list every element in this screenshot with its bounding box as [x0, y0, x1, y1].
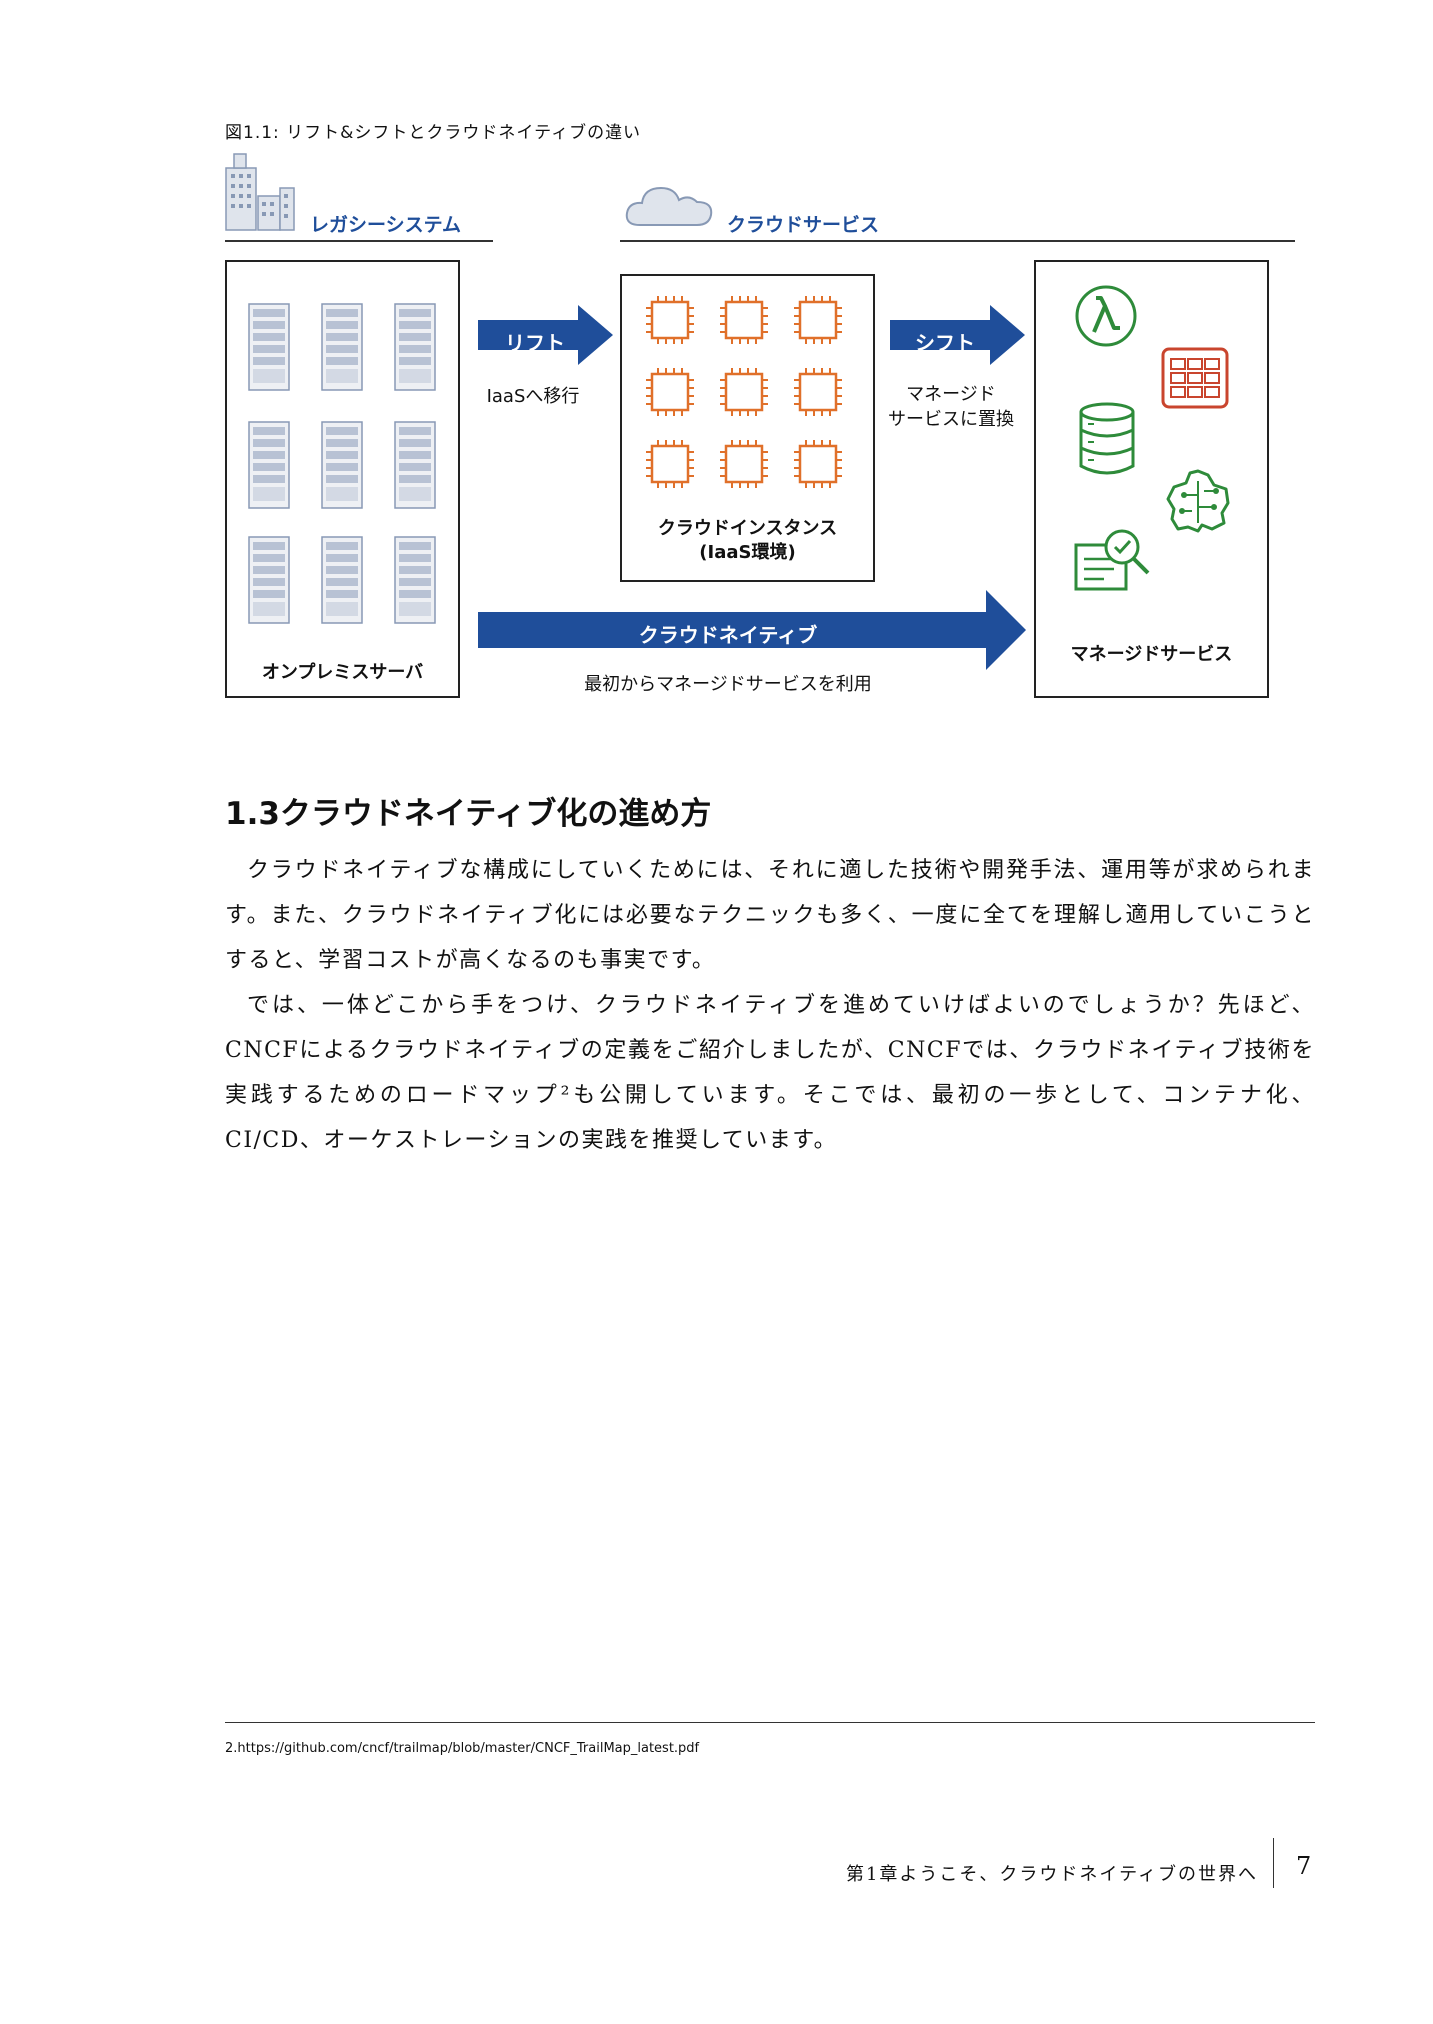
server-rack-icon	[321, 536, 363, 624]
chip-icon	[718, 294, 770, 346]
shift-description-2: サービスに置換	[888, 409, 1014, 430]
footnote-rule	[225, 1722, 1315, 1723]
server-rack-icon	[394, 421, 436, 509]
chip-icon	[718, 366, 770, 418]
server-rack-icon	[394, 536, 436, 624]
chip-icon	[792, 366, 844, 418]
chip-icon	[644, 294, 696, 346]
server-rack-icon	[248, 536, 290, 624]
instance-chip-grid	[644, 294, 844, 490]
figure-caption: 図1.1: リフト&シフトとクラウドネイティブの違い	[225, 123, 642, 143]
cloud-icon	[625, 186, 713, 226]
server-rack-icon	[394, 303, 436, 391]
server-rack-icon	[248, 303, 290, 391]
footer-divider	[1273, 1838, 1274, 1888]
managed-service-box: マネージドサービス	[1034, 260, 1269, 698]
legacy-rule	[225, 240, 493, 242]
cloud-instance-sublabel: (IaaS環境)	[699, 542, 796, 563]
paragraph: では、一体どこから手をつけ、クラウドネイティブを進めていけばよいのでしょうか？先…	[225, 993, 1315, 1153]
cloud-native-arrow	[478, 590, 1026, 670]
section-heading: 1.3クラウドネイティブ化の進め方	[225, 796, 712, 832]
chip-icon	[718, 438, 770, 490]
shift-label: シフト	[915, 331, 975, 355]
buildings-icon	[225, 153, 295, 231]
cloud-instance-label: クラウドインスタンス	[657, 518, 838, 539]
database-icon	[1079, 402, 1135, 475]
chip-icon	[644, 366, 696, 418]
footnote: 2.https://github.com/cncf/trailmap/blob/…	[225, 1741, 700, 1756]
section-body: クラウドネイティブな構成にしていくためには、それに適した技術や開発手法、運用等が…	[225, 848, 1315, 1163]
inspector-search-icon	[1074, 529, 1150, 591]
cloud-rule	[620, 240, 1295, 242]
paragraph: クラウドネイティブな構成にしていくためには、それに適した技術や開発手法、運用等が…	[225, 858, 1315, 973]
lambda-icon	[1075, 285, 1137, 347]
server-rack-grid	[248, 303, 436, 624]
memory-icon	[1161, 347, 1229, 409]
shift-arrow	[890, 305, 1025, 365]
cloud-native-description: 最初からマネージドサービスを利用	[584, 674, 872, 695]
managed-service-label: マネージドサービス	[1070, 644, 1233, 665]
shift-description-1: マネージド	[906, 384, 996, 405]
cloud-native-label: クラウドネイティブ	[638, 623, 818, 647]
page-number: 7	[1296, 1852, 1312, 1880]
lift-arrow	[478, 305, 613, 365]
chip-icon	[644, 438, 696, 490]
lift-label: リフト	[505, 331, 565, 355]
onprem-server-label: オンプレミスサーバ	[261, 662, 424, 683]
lift-description: IaaSへ移行	[486, 386, 580, 407]
cloud-service-label: クラウドサービス	[727, 214, 880, 236]
server-rack-icon	[321, 303, 363, 391]
server-rack-icon	[248, 421, 290, 509]
onprem-server-box: オンプレミスサーバ	[225, 260, 460, 698]
machine-learning-icon	[1166, 469, 1230, 533]
cloud-instance-box: クラウドインスタンス (IaaS環境)	[620, 274, 875, 582]
chip-icon	[792, 438, 844, 490]
chip-icon	[792, 294, 844, 346]
legacy-system-label: レガシーシステム	[310, 214, 462, 236]
server-rack-icon	[321, 421, 363, 509]
chapter-footer: 第1章ようこそ、クラウドネイティブの世界へ	[845, 1864, 1258, 1885]
